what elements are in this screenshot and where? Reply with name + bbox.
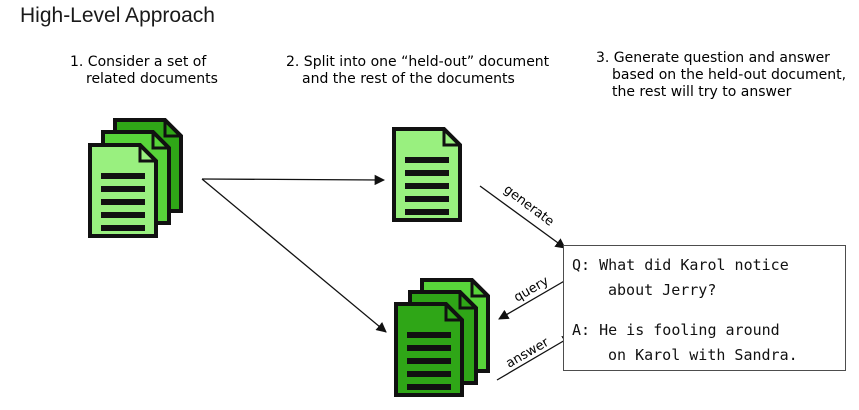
question-line-2: about Jerry? [608,281,717,299]
remaining-documents-stack-icon [394,278,490,397]
held-out-document-icon [392,127,462,222]
answer-text: A: He is fooling around on Karol with Sa… [572,318,798,368]
document-stack-icon [88,118,183,238]
generate-label: generate [501,182,557,229]
arrow-to-held-out [201,174,386,186]
step-1-caption: 1. Consider a set of related documents [70,54,218,88]
step-3-caption: 3. Generate question and answer based on… [596,50,846,101]
step-2-caption: 2. Split into one “held-out” document an… [286,54,549,88]
answer-label: answer [504,335,553,372]
step-2-line-2: and the rest of the documents [302,71,515,87]
step-3-line-1: 3. Generate question and answer [596,50,830,66]
query-arrow [498,275,574,320]
step-1-line-1: 1. Consider a set of [70,54,207,70]
step-2-line-1: 2. Split into one “held-out” document [286,54,550,70]
generate-arrow [479,185,566,249]
question-text: Q: What did Karol notice about Jerry? [572,253,789,303]
step-3-line-2: based on the held-out document, [612,67,847,83]
page-title: High-Level Approach [20,4,215,27]
answer-arrow [496,335,573,381]
question-line-1: Q: What did Karol notice [572,256,789,274]
question-answer-box: Q: What did Karol notice about Jerry? A:… [563,245,846,371]
answer-line-1: A: He is fooling around [572,321,780,339]
step-1-line-2: related documents [86,71,218,87]
step-3-line-3: the rest will try to answer [612,84,792,100]
answer-line-2: on Karol with Sandra. [608,346,798,364]
arrow-to-remaining [201,178,387,333]
